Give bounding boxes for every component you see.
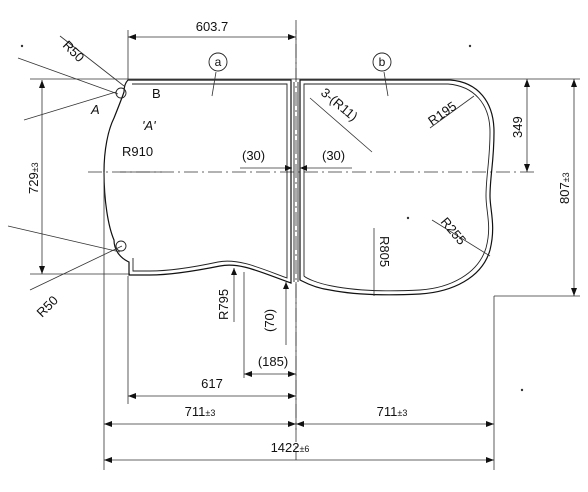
dim-185-label: (185) [258, 354, 288, 369]
dim-807-group: 807±3 [557, 172, 572, 204]
dim-807-label: 807±3 [557, 172, 572, 204]
radius-3-r11-label: 3-(R11) [318, 85, 361, 124]
panel-b-marker [372, 52, 392, 72]
r195-label: R195 [425, 98, 459, 128]
leader-r50-top [59, 35, 125, 87]
r910-label: R910 [122, 144, 153, 159]
panel-a-marker-label: a [215, 55, 222, 69]
right-panel-outline [299, 79, 495, 296]
leader-r195 [429, 95, 475, 129]
leader-r255 [431, 219, 491, 257]
dim-711-right-label: 711±3 [377, 404, 408, 419]
panel-b-marker-label: b [379, 55, 386, 69]
r795-label: R795 [216, 289, 231, 320]
leader-r50-bottom [29, 245, 123, 291]
point-a-label: A [90, 102, 100, 117]
r255-label: R255 [438, 214, 469, 247]
left-panel-outline [103, 79, 292, 284]
panel-a-marker [208, 52, 228, 72]
dim-603-label: 603.7 [196, 19, 229, 34]
dim-729-label: 729±3 [26, 162, 41, 194]
dim-70-label: (70) [262, 309, 277, 332]
leader-3-r11 [309, 97, 373, 153]
r50-top-label: R50 [60, 38, 87, 65]
dim-349-label: 349 [510, 116, 525, 138]
gap-30-right-label: (30) [322, 148, 345, 163]
corner-detail-top [115, 87, 127, 99]
corner-detail-bottom [115, 240, 127, 252]
r805-label: R805 [377, 236, 392, 267]
right-panel-inner [303, 83, 491, 292]
gap-30-left-label: (30) [242, 148, 265, 163]
dim-617-label: 617 [201, 376, 223, 391]
point-a-prime-label: 'A' [142, 118, 156, 133]
r50-bottom-label: R50 [34, 293, 61, 320]
left-panel-inner [132, 83, 288, 279]
dim-1422-label: 1422±6 [271, 440, 310, 455]
dim-729-group: 729±3 [26, 162, 41, 194]
dim-711-left-label: 711±3 [185, 404, 216, 419]
point-b-label: B [152, 86, 161, 101]
